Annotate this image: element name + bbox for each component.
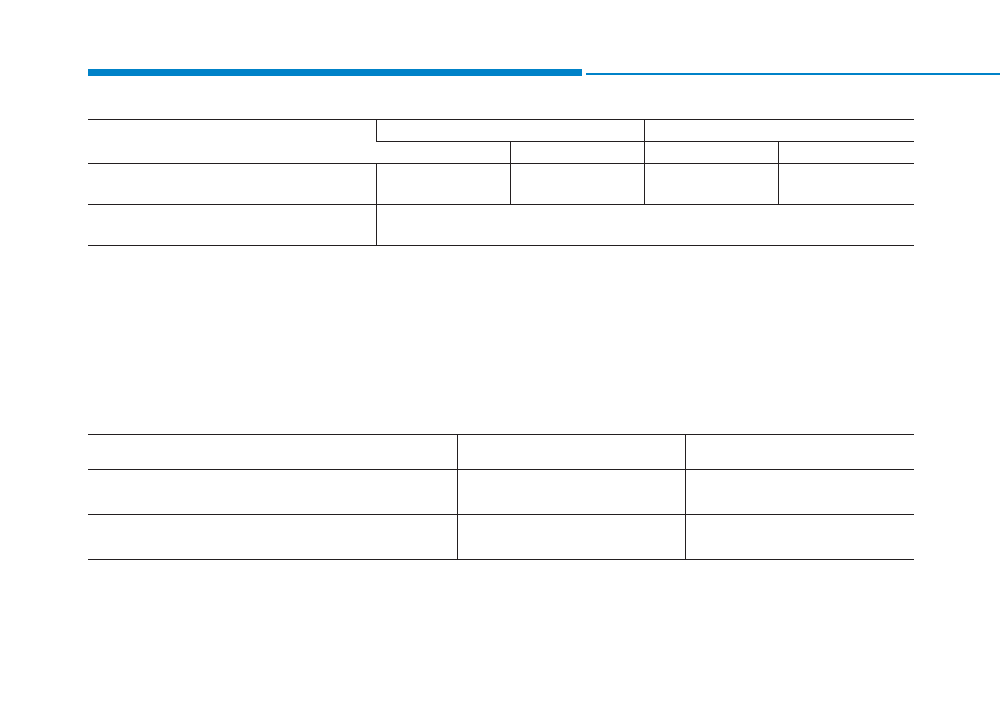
table-cell-merged: [375, 204, 914, 246]
column-group-header: [375, 119, 644, 142]
column-subheader: [643, 141, 778, 164]
row-label: [88, 204, 376, 246]
table-cell: [375, 163, 510, 205]
table-row: [88, 204, 914, 246]
table-cell: [88, 514, 457, 560]
table-cell: [684, 469, 914, 515]
spec-table: [88, 119, 914, 246]
table-row: [88, 469, 914, 515]
column-header: [88, 434, 457, 470]
table-row: [88, 163, 914, 205]
table-cell: [456, 514, 685, 560]
header-accent-bar: [88, 69, 582, 76]
column-subheader: [376, 141, 510, 164]
table-cell: [643, 163, 778, 205]
table-cell: [456, 469, 685, 515]
column-group-header: [643, 119, 914, 142]
table-row: [88, 514, 914, 560]
header-accent-line: [586, 73, 1000, 75]
column-subheader: [509, 141, 644, 164]
column-header: [684, 434, 914, 470]
table-cell: [684, 514, 914, 560]
column-header: [456, 434, 685, 470]
row-label: [88, 163, 376, 205]
table-corner-cell: [88, 119, 376, 164]
column-subheader: [777, 141, 914, 164]
table-cell: [88, 469, 457, 515]
spec-table: [88, 434, 914, 560]
table-header-row: [88, 434, 914, 470]
table-cell: [777, 163, 914, 205]
table-cell: [509, 163, 644, 205]
